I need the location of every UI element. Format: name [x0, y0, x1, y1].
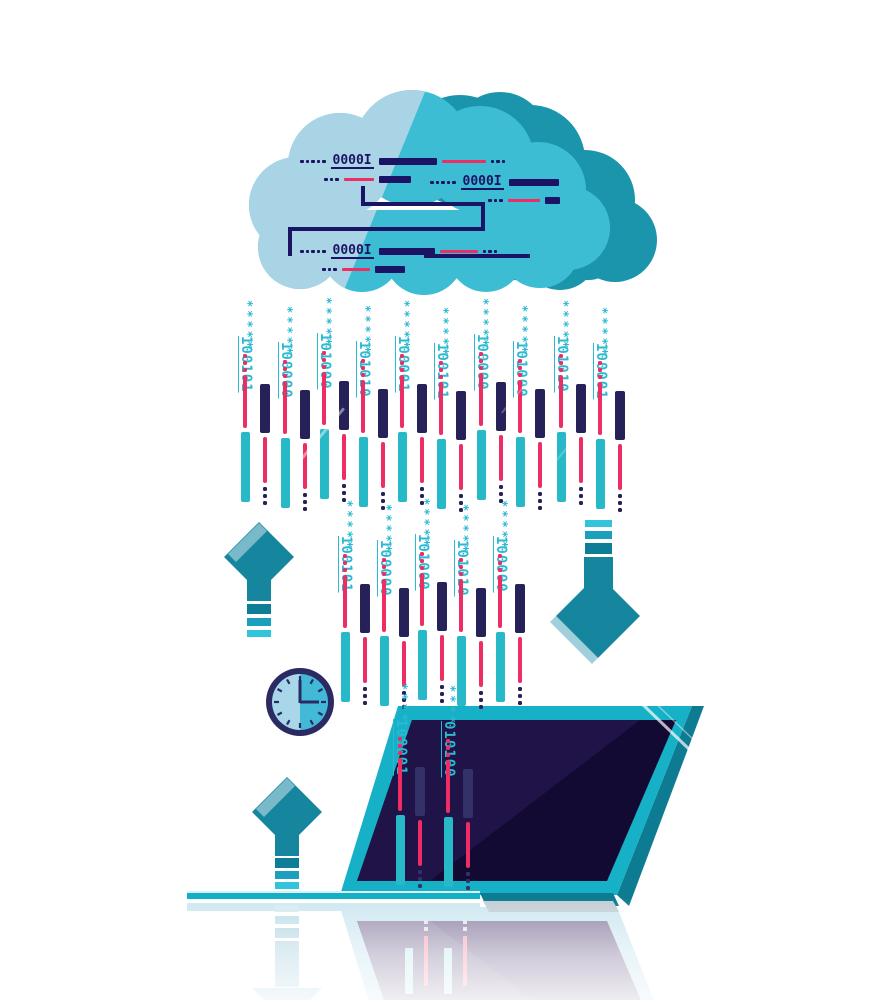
clock-icon [266, 668, 334, 736]
reflection-arrow [252, 905, 322, 1000]
upload-arrow-upper [224, 522, 294, 637]
laptop [187, 697, 704, 906]
clock-tick [276, 711, 283, 716]
clock-tick [286, 719, 291, 726]
clock-tick [309, 678, 314, 685]
clock-tick [317, 688, 324, 693]
clock-tick [276, 688, 283, 693]
clock-tick [317, 711, 324, 716]
download-arrow [550, 520, 640, 664]
laptop-right-bevel [617, 706, 704, 906]
circuit-trace [288, 186, 485, 256]
reflection [187, 901, 654, 1000]
laptop-base [187, 891, 480, 899]
laptop-screen-sheen [357, 720, 640, 881]
cloud [249, 90, 657, 295]
clock-tick [309, 719, 314, 726]
cloud-circuit-lines [288, 186, 530, 258]
upload-arrow-lower [252, 777, 322, 889]
cloud-light-region [249, 90, 438, 295]
clock-tick [286, 678, 291, 685]
